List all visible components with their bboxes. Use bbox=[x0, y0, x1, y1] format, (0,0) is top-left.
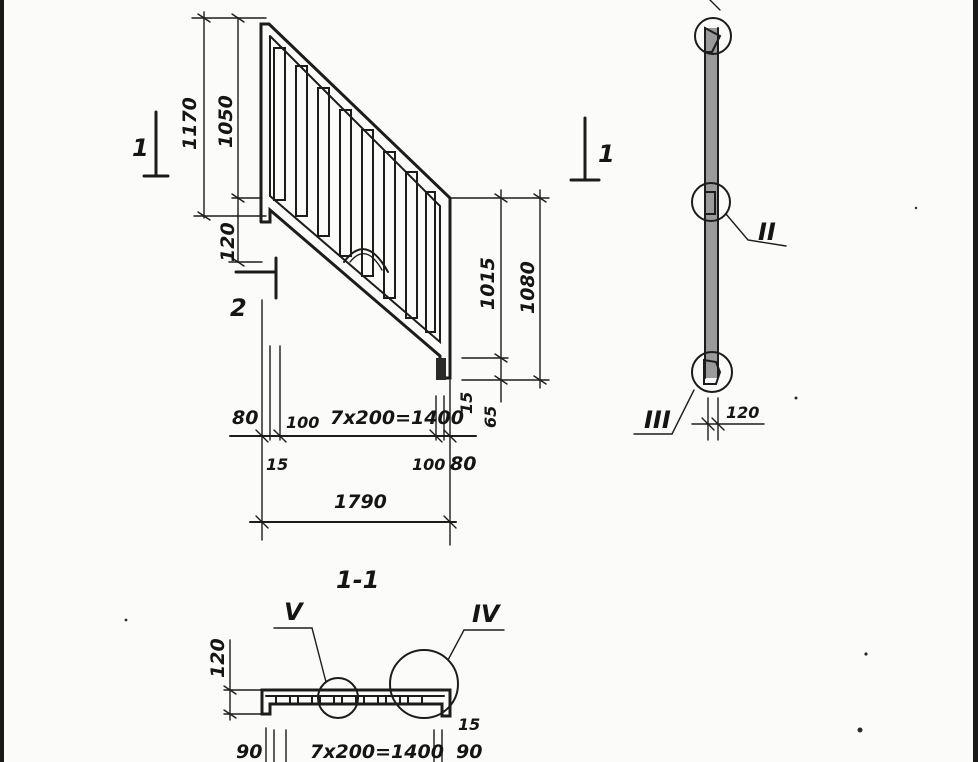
dim-100-left: 100 bbox=[286, 413, 319, 432]
callout-node-III: III bbox=[633, 389, 695, 435]
dim-15-left: 15 bbox=[266, 455, 288, 474]
side-view-post: 120 bbox=[691, 0, 765, 441]
dim-1080: 1080 bbox=[517, 261, 539, 314]
left-dimensions: 1170 1050 120 bbox=[179, 11, 267, 267]
section-mark-1-right: 1 bbox=[598, 140, 615, 168]
section-slots bbox=[275, 695, 423, 705]
callout-IV: IV bbox=[472, 600, 502, 628]
section-mark-2: 2 bbox=[230, 294, 247, 322]
section-mark-1-left: 1 bbox=[132, 134, 149, 162]
dim-80-left: 80 bbox=[232, 407, 258, 429]
dim-7x200-top: 7x200=1400 bbox=[330, 407, 464, 429]
dim-100-right: 100 bbox=[412, 455, 445, 474]
callout-V: V bbox=[284, 598, 305, 626]
dim-1790: 1790 bbox=[334, 491, 387, 513]
railing-balusters bbox=[273, 47, 436, 333]
callout-III: III bbox=[644, 406, 671, 434]
dim-120-side: 120 bbox=[726, 403, 759, 422]
technical-drawing: 1170 1050 120 1015 1080 15 65 1 1 2 bbox=[124, 0, 918, 762]
dim-80-right: 80 bbox=[450, 453, 476, 475]
dim-15-right: 15 bbox=[457, 392, 476, 414]
dim-15-section: 15 bbox=[458, 715, 480, 734]
dim-120-section: 120 bbox=[207, 638, 229, 678]
section-title: 1-1 bbox=[336, 566, 379, 594]
callout-node-II: II bbox=[725, 213, 787, 247]
dim-65: 65 bbox=[481, 406, 500, 428]
section-1-1: 1-1 120 V IV 90 7x200=1400 15 bbox=[207, 566, 505, 762]
dim-7x200-section: 7x200=1400 bbox=[310, 741, 444, 762]
railing-panel bbox=[259, 22, 452, 380]
right-dimensions: 1015 1080 15 65 bbox=[449, 189, 550, 428]
bottom-dimensions: 80 100 7x200=1400 15 100 80 1790 bbox=[229, 299, 477, 546]
section-markers: 1 1 2 bbox=[132, 110, 615, 322]
dim-90-right-section: 90 bbox=[456, 741, 482, 762]
dim-120-left: 120 bbox=[217, 222, 239, 262]
dim-1015: 1015 bbox=[477, 257, 499, 310]
dim-90-left-section: 90 bbox=[236, 741, 262, 762]
scan-specks bbox=[124, 206, 918, 733]
callout-II: II bbox=[758, 218, 776, 246]
dim-1170: 1170 bbox=[179, 97, 201, 150]
dim-1050: 1050 bbox=[215, 95, 237, 148]
